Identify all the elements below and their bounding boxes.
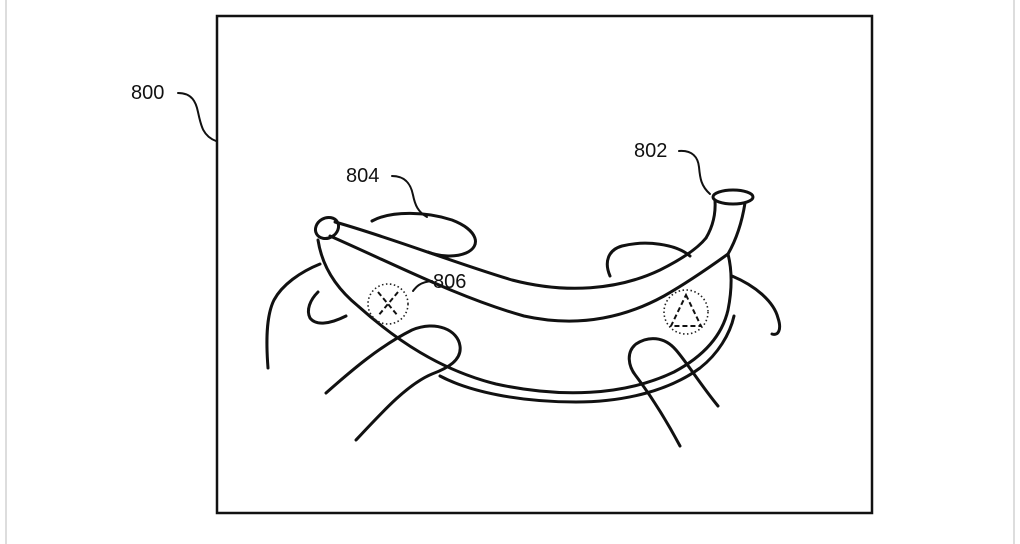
left-palm-edge	[306, 290, 348, 325]
banana-stem-right	[726, 201, 747, 256]
triangle-button-ring	[663, 289, 709, 335]
banana-ridge	[328, 234, 730, 323]
x-button-ring	[367, 283, 409, 325]
triangle-button-icon	[669, 292, 703, 327]
leader-804	[391, 175, 428, 218]
display-frame	[215, 14, 874, 515]
right-thumb	[627, 337, 720, 448]
label-800: 800	[131, 82, 164, 104]
banana-stem-tip	[711, 188, 755, 206]
right-palm-outline	[730, 274, 782, 336]
banana	[313, 188, 755, 404]
banana-belly	[316, 238, 733, 395]
leader-802	[678, 149, 711, 195]
banana-bottom-edge	[438, 314, 736, 404]
left-thumb	[324, 324, 462, 442]
banana-stem-left	[704, 198, 717, 240]
button-markers	[367, 283, 709, 335]
x-button-icon	[377, 291, 399, 317]
leader-800	[177, 92, 217, 142]
right-back-finger	[605, 241, 692, 278]
left-back-finger	[370, 211, 477, 258]
hands	[265, 211, 782, 448]
left-palm-outline	[265, 262, 322, 370]
label-802: 802	[634, 140, 667, 162]
banana-top-edge	[333, 220, 708, 290]
label-804: 804	[346, 165, 379, 187]
leader-806	[412, 280, 433, 292]
